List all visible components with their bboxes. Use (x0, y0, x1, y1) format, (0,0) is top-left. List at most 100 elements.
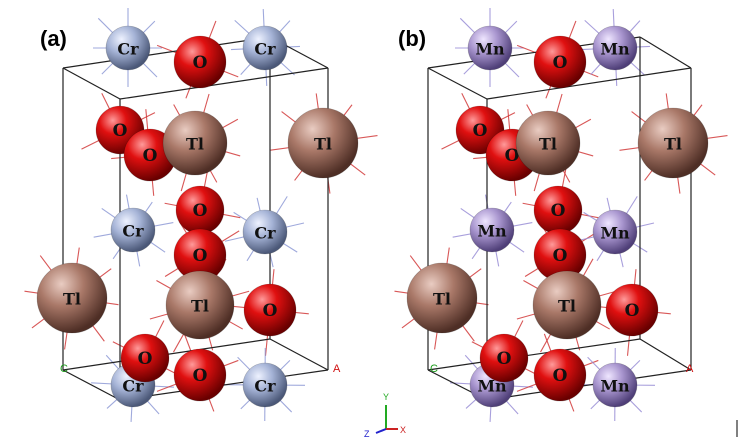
atom-sphere (469, 207, 515, 253)
atom-o: O (123, 128, 177, 182)
axis-z-arrow (375, 428, 387, 434)
atom-sphere (173, 35, 227, 89)
atom-o: O (173, 35, 227, 89)
atom-o: O (243, 283, 297, 337)
atom-sphere (532, 270, 602, 340)
atom-o: O (605, 283, 659, 337)
atom-o: O (175, 185, 225, 235)
atom-sphere (515, 110, 581, 176)
atom-label: Tl (63, 290, 81, 309)
unit-cell-edge (269, 338, 329, 371)
atom-cr: Cr (105, 25, 151, 71)
atom-label: Cr (254, 40, 276, 59)
atom-sphere (533, 348, 587, 402)
atom-sphere (242, 362, 288, 408)
atom-label: O (553, 366, 568, 386)
atom-sphere (165, 270, 235, 340)
atom-mn: Mn (592, 209, 638, 255)
atom-o: O (533, 185, 583, 235)
unit-cell-edge (62, 67, 121, 100)
atom-o: O (120, 333, 170, 383)
unit-cell-edge (119, 67, 329, 100)
atom-label: Mn (477, 222, 507, 241)
atom-tl: Tl (36, 262, 108, 334)
atom-sphere (242, 25, 288, 71)
atom-label: O (138, 349, 153, 369)
axis-x-label: X (400, 425, 406, 435)
atom-label: O (113, 121, 128, 141)
axis-z-label: Z (364, 429, 370, 439)
atom-sphere (605, 283, 659, 337)
panel-a-corner-origin: C (60, 363, 68, 375)
atom-sphere (406, 262, 478, 334)
unit-cell-edge (427, 67, 488, 100)
atom-tl: Tl (165, 270, 235, 340)
atom-label: O (193, 246, 208, 266)
atom-sphere (36, 262, 108, 334)
unit-cell-edge (62, 36, 271, 69)
atom-sphere (173, 348, 227, 402)
atom-label: Cr (117, 40, 139, 59)
atom-mn: Mn (592, 25, 638, 71)
atom-label: Tl (191, 297, 209, 316)
atom-mn: Mn (467, 25, 513, 71)
atom-label: Tl (558, 297, 576, 316)
atom-label: Cr (254, 224, 276, 243)
atom-label: O (551, 201, 566, 221)
atom-tl: Tl (162, 110, 228, 176)
atom-label: Mn (475, 40, 505, 59)
atom-sphere (120, 333, 170, 383)
atom-label: Cr (122, 222, 144, 241)
atom-label: O (263, 301, 278, 321)
atom-mn: Mn (592, 362, 638, 408)
atom-sphere (467, 25, 513, 71)
atom-tl: Tl (287, 107, 359, 179)
atom-cr: Cr (110, 207, 156, 253)
atom-sphere (287, 107, 359, 179)
atom-sphere (479, 333, 529, 383)
atom-o: O (533, 348, 587, 402)
atom-label: Mn (600, 224, 630, 243)
atom-label: O (143, 146, 158, 166)
atom-label: O (625, 301, 640, 321)
unit-cell-edge (486, 369, 692, 401)
atom-sphere (242, 209, 288, 255)
unit-cell-edge (427, 338, 641, 371)
atom-o: O (173, 228, 227, 282)
atom-sphere (243, 283, 297, 337)
panel-b-corner-axis: A (686, 363, 694, 375)
panel-a-corner-axis: A (333, 363, 341, 375)
panel-b-label: (b) (398, 26, 426, 51)
atom-sphere (592, 25, 638, 71)
atom-cr: Cr (242, 209, 288, 255)
atom-sphere (533, 35, 587, 89)
atom-label: O (497, 349, 512, 369)
axis-triad: Y Z X (364, 392, 406, 439)
atom-o: O (173, 348, 227, 402)
panel-a-label: (a) (40, 26, 67, 51)
atom-cr: Cr (242, 362, 288, 408)
atom-label: O (193, 201, 208, 221)
axis-y-label: Y (383, 392, 389, 402)
unit-cell-edge (639, 36, 692, 69)
atom-o: O (533, 35, 587, 89)
atom-sphere (110, 207, 156, 253)
atom-label: O (553, 53, 568, 73)
atom-tl: Tl (406, 262, 478, 334)
atom-label: Tl (314, 135, 332, 154)
unit-cell-edge (486, 67, 692, 100)
atom-label: Cr (122, 377, 144, 396)
atom-label: Tl (539, 135, 557, 154)
atom-cr: Cr (242, 25, 288, 71)
unit-cell-edge (639, 338, 692, 371)
atom-sphere (105, 25, 151, 71)
atom-mn: Mn (469, 207, 515, 253)
atom-sphere (162, 110, 228, 176)
atom-label: Mn (600, 377, 630, 396)
atom-label: O (473, 121, 488, 141)
atom-label: O (505, 146, 520, 166)
